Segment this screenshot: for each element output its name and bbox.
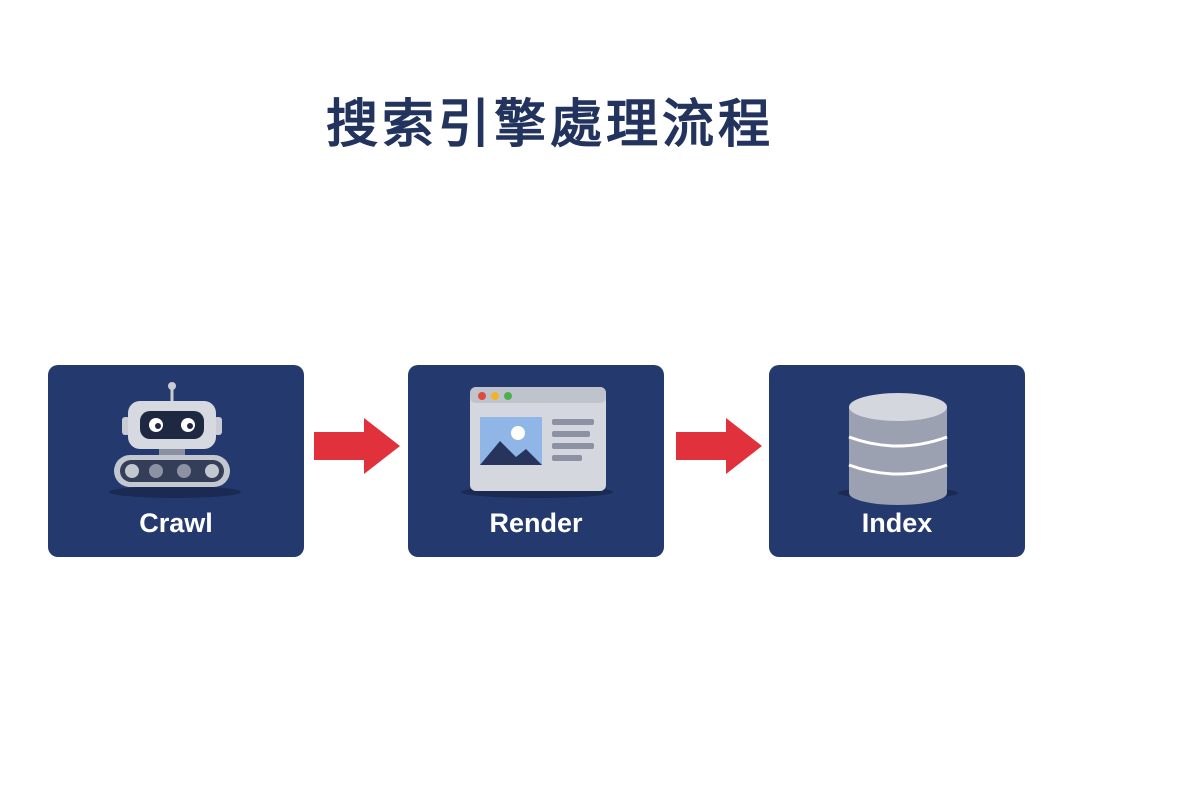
step-card-crawl: [48, 365, 304, 557]
step-card-render: [408, 365, 664, 557]
browser-window-icon: [461, 387, 613, 498]
right-arrow-icon: [676, 418, 762, 474]
database-icon: [838, 393, 958, 505]
step-label-render: Render: [489, 508, 583, 538]
robot-crawler-icon: [109, 382, 241, 498]
step-label-index: Index: [861, 508, 933, 538]
step-label-crawl: Crawl: [139, 508, 213, 538]
step-card-index: [769, 365, 1025, 557]
page-title: 搜索引擎處理流程: [326, 95, 775, 155]
right-arrow-icon: [314, 418, 400, 474]
